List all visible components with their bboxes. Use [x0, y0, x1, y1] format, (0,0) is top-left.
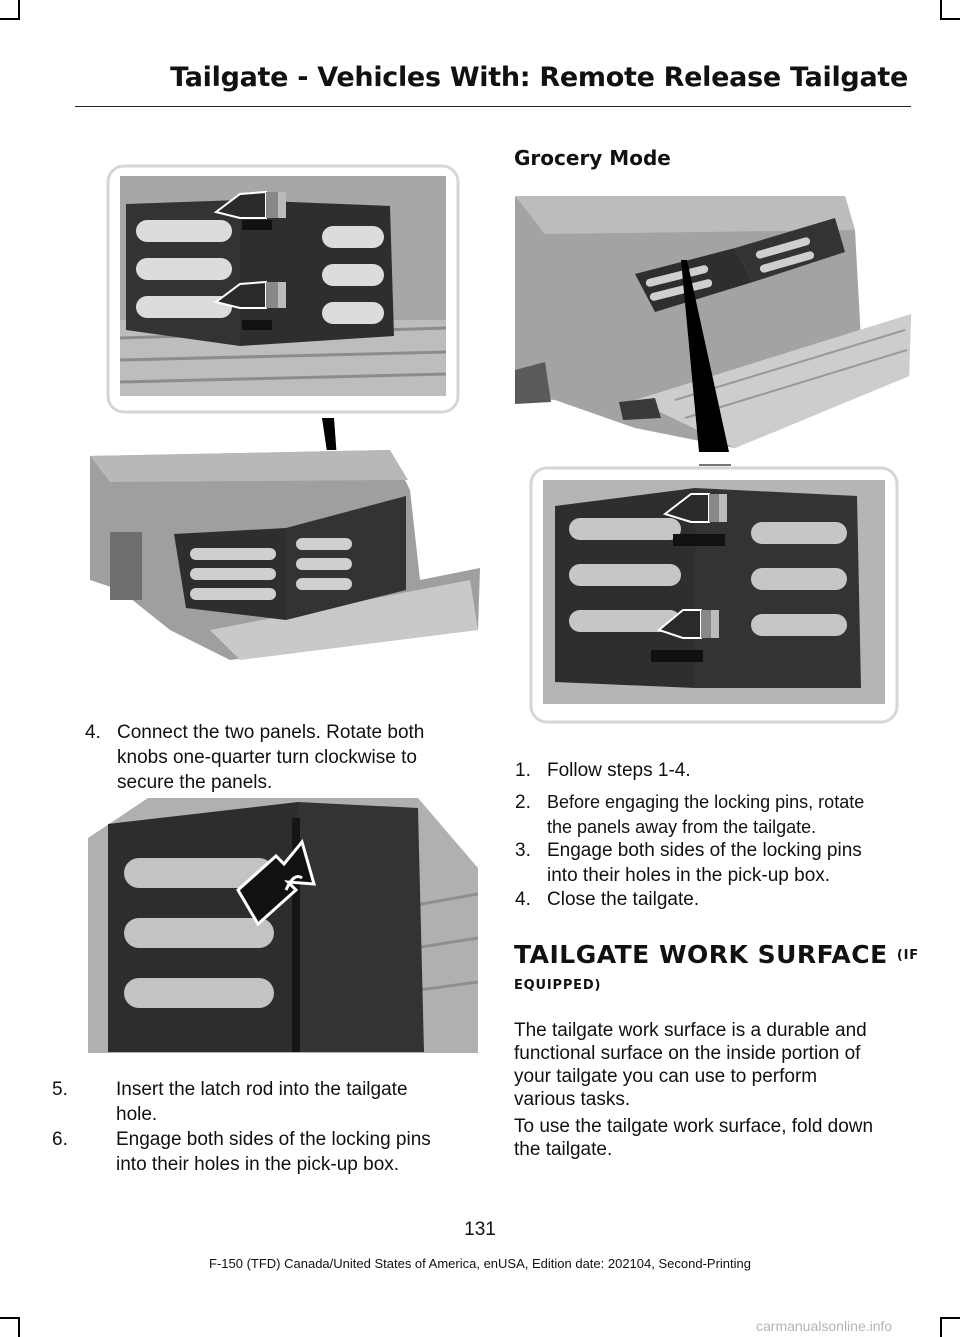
step-text: Follow steps 1-4.	[547, 758, 691, 783]
header-divider	[75, 106, 911, 107]
crop-mark	[18, 1317, 20, 1337]
arrow-icon	[213, 280, 286, 309]
crop-mark	[0, 1317, 20, 1319]
crop-mark	[940, 1317, 960, 1319]
step-number: 3.	[515, 840, 531, 861]
step-4: 4. Connect the two panels. Rotate both k…	[85, 720, 475, 800]
step-number: 2.	[515, 792, 531, 813]
section-heading-grocery-mode: Grocery Mode	[514, 146, 671, 170]
crop-mark	[940, 0, 942, 20]
step-number: 4.	[85, 722, 101, 743]
step-text: Engage both sides of the locking pins in…	[547, 838, 862, 888]
grocery-step-1: 1. Follow steps 1-4.	[515, 758, 915, 784]
grocery-step-3: 3. Engage both sides of the locking pins…	[515, 838, 945, 888]
step-5: 5. Insert the latch rod into the tailgat…	[52, 1077, 472, 1127]
arrow-icon	[662, 493, 727, 523]
paragraph-line: The tailgate work surface is a durable a…	[514, 1020, 867, 1041]
step-number: 4.	[515, 889, 531, 910]
crop-mark	[940, 18, 960, 20]
arrow-icon	[213, 190, 286, 219]
arrow-icon	[236, 838, 317, 927]
paragraph-line: To use the tailgate work surface, fold d…	[514, 1116, 874, 1137]
step-text: Before engaging the locking pins, rotate…	[547, 790, 864, 840]
step-line: the panels away from the tailgate.	[547, 817, 817, 837]
page-number: 131	[464, 1219, 496, 1240]
step-line: Close the tailgate.	[547, 889, 700, 910]
paragraph-line: various tasks.	[514, 1089, 631, 1110]
figure-panel-detail	[90, 160, 480, 680]
step-line: Engage both sides of the locking pins	[547, 840, 862, 861]
step-text: Insert the latch rod into the tailgate h…	[116, 1077, 408, 1127]
step-line: Insert the latch rod into the tailgate	[116, 1079, 408, 1100]
figure-knob-rotation	[88, 798, 478, 1053]
paragraph-line: your tailgate you can use to perform	[514, 1066, 818, 1087]
step-number: 6.	[52, 1129, 68, 1150]
crop-mark	[0, 18, 20, 20]
step-line: Follow steps 1-4.	[547, 760, 691, 781]
step-line: Before engaging the locking pins, rotate	[547, 792, 865, 812]
paragraph-work-surface-usage: To use the tailgate work surface, fold d…	[514, 1115, 914, 1161]
crop-mark	[18, 0, 20, 20]
paragraph-work-surface-description: The tailgate work surface is a durable a…	[514, 1019, 914, 1111]
edition-footer: F-150 (TFD) Canada/United States of Amer…	[209, 1256, 751, 1271]
step-line: Connect the two panels. Rotate both	[117, 722, 425, 743]
step-line: Engage both sides of the locking pins	[116, 1129, 431, 1150]
section-title-suffix: (IF	[896, 948, 919, 963]
step-text: Close the tailgate.	[547, 887, 699, 912]
step-line: into their holes in the pick-up box.	[547, 865, 831, 886]
section-title: TAILGATE WORK SURFACE	[514, 940, 888, 969]
step-number: 5.	[52, 1079, 68, 1100]
paragraph-line: functional surface on the inside portion…	[514, 1043, 861, 1064]
paragraph-line: the tailgate.	[514, 1139, 613, 1160]
section-heading-tailgate-work-surface: TAILGATE WORK SURFACE (IF	[514, 940, 919, 971]
step-6: 6. Engage both sides of the locking pins…	[52, 1127, 472, 1177]
section-title-suffix-line2: EQUIPPED)	[514, 978, 602, 993]
page-title: Tailgate - Vehicles With: Remote Release…	[170, 62, 908, 93]
step-line: hole.	[116, 1104, 158, 1125]
step-number: 1.	[515, 760, 531, 781]
grocery-step-2: 2. Before engaging the locking pins, rot…	[515, 790, 945, 840]
step-text: Engage both sides of the locking pins in…	[116, 1127, 431, 1177]
arrow-icon	[656, 609, 719, 639]
step-text: Connect the two panels. Rotate both knob…	[117, 720, 424, 795]
crop-mark	[940, 1317, 942, 1337]
watermark: carmanualsonline.info	[756, 1318, 893, 1334]
grocery-step-4: 4. Close the tailgate.	[515, 887, 915, 913]
step-line: into their holes in the pick-up box.	[116, 1154, 400, 1175]
step-line: knobs one-quarter turn clockwise to	[117, 747, 417, 768]
step-line: secure the panels.	[117, 772, 273, 793]
figure-grocery-mode	[515, 190, 911, 725]
